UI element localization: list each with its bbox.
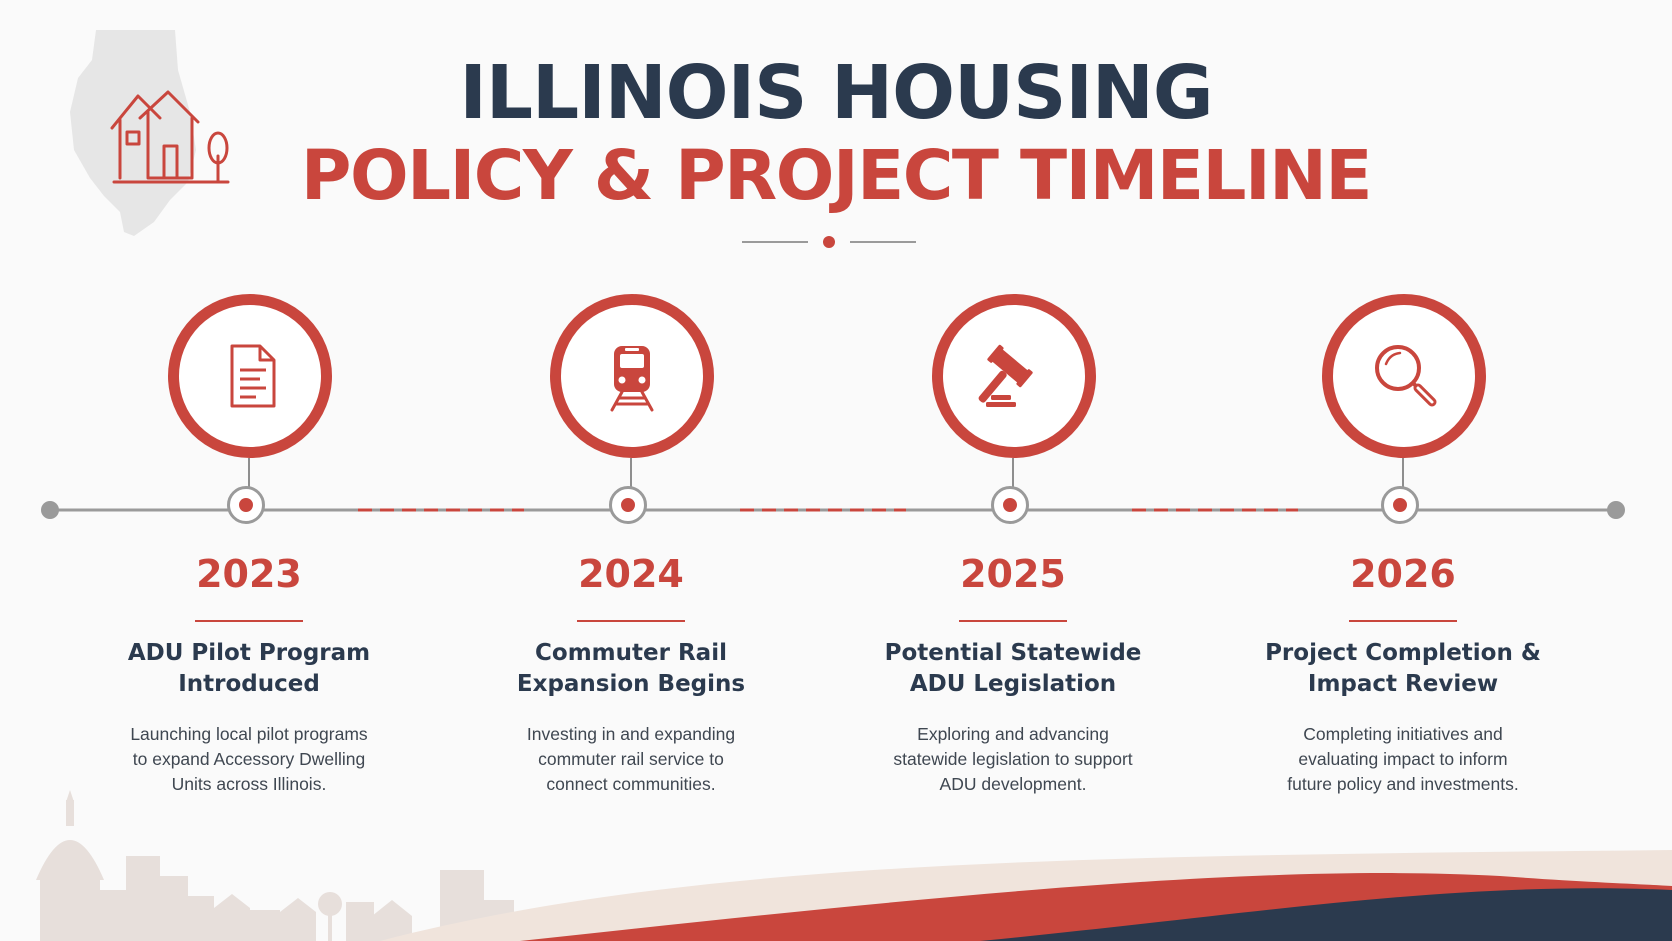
milestone-description: Launching local pilot programs to expand…: [99, 722, 399, 797]
milestone-description-line: future policy and investments.: [1287, 774, 1519, 794]
milestone-heading-line: Project Completion &: [1265, 640, 1541, 666]
milestone-heading-line: Introduced: [178, 671, 320, 697]
wave-red: [520, 873, 1672, 941]
year-underline: [195, 620, 303, 622]
wave-navy: [980, 888, 1672, 941]
milestone-year: 2025: [960, 552, 1066, 596]
year-underline: [1349, 620, 1457, 622]
milestone-description-line: commuter rail service to: [538, 749, 724, 769]
magnifier-icon: [1375, 345, 1437, 407]
milestone-connector: [1402, 458, 1404, 488]
milestone-description: Exploring and advancing statewide legisl…: [863, 722, 1163, 797]
timeline-node: [609, 486, 647, 524]
milestone-description-line: Exploring and advancing: [917, 724, 1109, 744]
milestone-description-line: Launching local pilot programs: [130, 724, 368, 744]
milestone-description: Investing in and expanding commuter rail…: [481, 722, 781, 797]
milestone-description-line: ADU development.: [939, 774, 1087, 794]
milestone-2023: 2023 ADU Pilot Program Introduced Launch…: [84, 290, 414, 810]
milestone-heading-line: Impact Review: [1307, 671, 1499, 697]
gavel-icon: [978, 344, 1033, 407]
milestone-year: 2026: [1350, 552, 1456, 596]
milestone-icon-ring: [1322, 294, 1486, 458]
timeline-start-dot: [41, 501, 59, 519]
timeline-node-dot: [1393, 498, 1407, 512]
milestone-description-line: statewide legislation to support: [893, 749, 1133, 769]
timeline-node-dot: [239, 498, 253, 512]
milestone-heading: ADU Pilot Program Introduced: [84, 638, 414, 700]
milestone-heading-line: Potential Statewide: [884, 640, 1142, 666]
milestone-description-line: Completing initiatives and: [1303, 724, 1503, 744]
illinois-house-logo: [70, 30, 230, 236]
timeline-node: [991, 486, 1029, 524]
milestone-description-line: to expand Accessory Dwelling: [132, 749, 366, 769]
milestone-heading: Potential Statewide ADU Legislation: [848, 638, 1178, 700]
page-title-line1: ILLINOIS HOUSING: [459, 50, 1213, 136]
page-title-line2: POLICY & PROJECT TIMELINE: [300, 136, 1373, 216]
title-divider: [742, 236, 916, 248]
milestone-description-line: Investing in and expanding: [526, 724, 736, 744]
year-underline: [577, 620, 685, 622]
milestone-heading-line: Commuter Rail: [535, 640, 727, 666]
milestone-year: 2024: [578, 552, 684, 596]
milestone-description: Completing initiatives and evaluating im…: [1253, 722, 1553, 797]
milestone-2024: 2024 Commuter Rail Expansion Begins Inve…: [466, 290, 796, 810]
timeline-node: [227, 486, 265, 524]
timeline-node-dot: [1003, 498, 1017, 512]
train-icon: [610, 346, 654, 412]
milestone-icon-ring: [932, 294, 1096, 458]
house-icon: [110, 90, 230, 184]
timeline-end-dot: [1607, 501, 1625, 519]
year-underline: [959, 620, 1067, 622]
milestone-icon-ring: [168, 294, 332, 458]
milestone-heading-line: ADU Pilot Program: [127, 640, 371, 666]
milestone-description-line: Units across Illinois.: [171, 774, 327, 794]
milestone-connector: [1012, 458, 1014, 488]
milestone-2025: 2025 Potential Statewide ADU Legislation…: [848, 290, 1178, 810]
city-skyline: [36, 790, 514, 941]
milestone-connector: [248, 458, 250, 488]
milestone-heading: Project Completion & Impact Review: [1238, 638, 1568, 700]
milestone-description-line: evaluating impact to inform: [1298, 749, 1508, 769]
document-icon: [230, 344, 276, 408]
wave-beige: [380, 850, 1672, 941]
timeline-node-dot: [621, 498, 635, 512]
milestone-2026: 2026 Project Completion & Impact Review …: [1238, 290, 1568, 810]
milestone-connector: [630, 458, 632, 488]
milestone-description-line: connect communities.: [546, 774, 716, 794]
timeline-node: [1381, 486, 1419, 524]
milestone-year: 2023: [196, 552, 302, 596]
milestone-heading-line: Expansion Begins: [516, 671, 746, 697]
milestone-heading: Commuter Rail Expansion Begins: [466, 638, 796, 700]
milestone-icon-ring: [550, 294, 714, 458]
milestone-heading-line: ADU Legislation: [909, 671, 1117, 697]
